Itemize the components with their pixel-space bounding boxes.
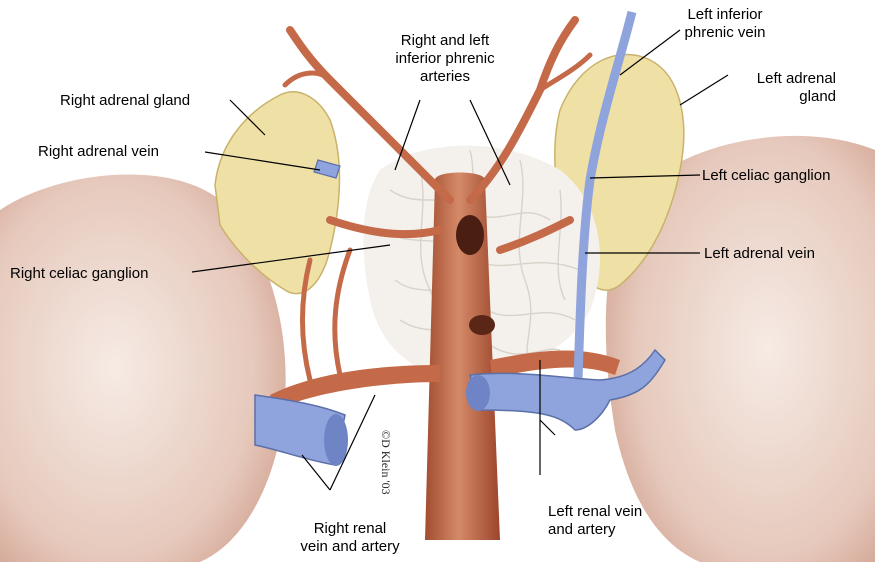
label-phrenic-arteries: Right and left inferior phrenic arteries	[360, 32, 530, 86]
label-line: arteries	[360, 68, 530, 86]
label-left-inferior-phrenic-vein: Left inferior phrenic vein	[660, 6, 790, 42]
label-line: inferior phrenic	[360, 50, 530, 68]
artist-signature: ©D Klein '03	[378, 430, 393, 520]
label-left-renal-vein-artery: Left renal vein and artery	[548, 503, 642, 539]
label-right-adrenal-vein: Right adrenal vein	[38, 143, 159, 161]
label-line: Left renal vein	[548, 503, 642, 521]
label-line: Right renal	[275, 520, 425, 538]
label-line: and artery	[548, 521, 642, 539]
label-line: Left inferior	[660, 6, 790, 24]
label-line: Right and left	[360, 32, 530, 50]
label-left-celiac-ganglion: Left celiac ganglion	[702, 167, 830, 185]
label-line: gland	[720, 88, 836, 106]
label-line: vein and artery	[275, 538, 425, 556]
label-line: phrenic vein	[660, 24, 790, 42]
label-right-renal-vein-artery: Right renal vein and artery	[275, 520, 425, 556]
label-left-adrenal-vein: Left adrenal vein	[704, 245, 815, 263]
label-left-adrenal-gland: Left adrenal gland	[720, 70, 836, 106]
label-line: Left adrenal	[720, 70, 836, 88]
label-right-celiac-ganglion: Right celiac ganglion	[10, 265, 148, 283]
label-right-adrenal-gland: Right adrenal gland	[60, 92, 190, 110]
